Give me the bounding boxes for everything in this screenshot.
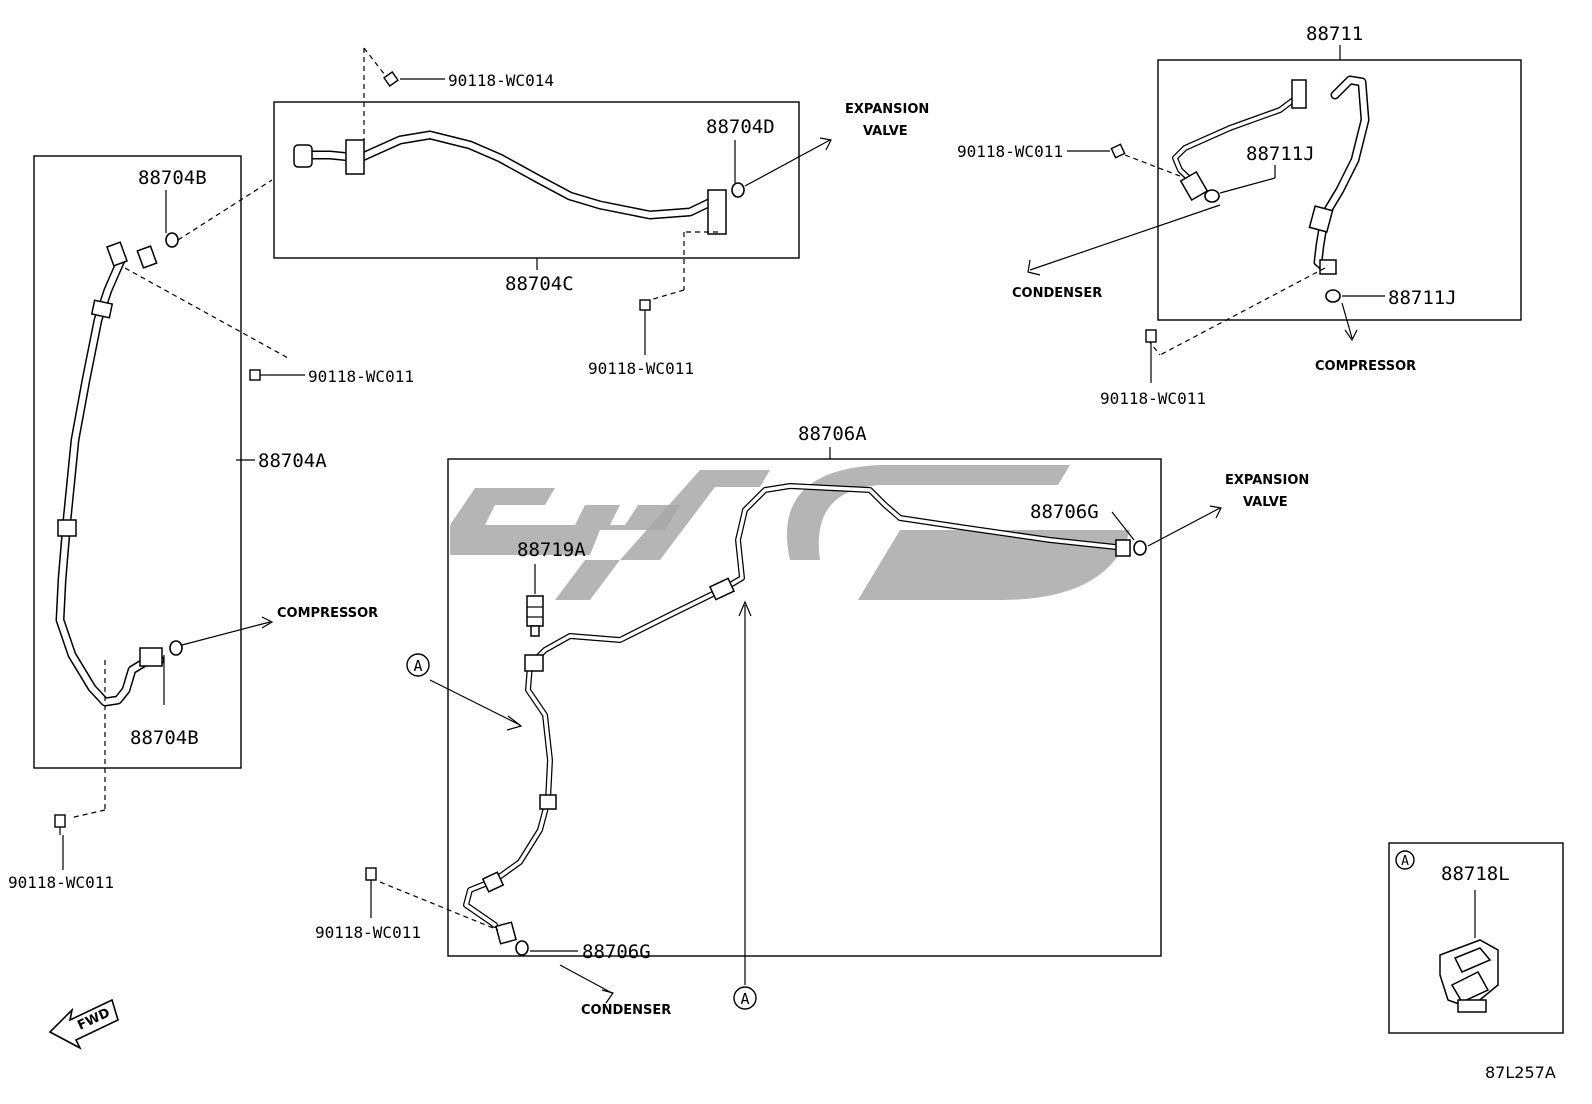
- dest-expansion-valve-2-l2: VALVE: [1243, 495, 1288, 510]
- hose-sleeve-88706A-lower: [481, 871, 505, 893]
- bolt-icon: [383, 71, 399, 87]
- label-88704D: 88704D: [706, 116, 775, 138]
- dest-compressor-2: COMPRESSOR: [1315, 359, 1416, 374]
- fitting-88704A-top: [106, 241, 158, 269]
- dest-condenser-1: CONDENSER: [1012, 286, 1102, 301]
- fitting-88711-bottom: [1319, 259, 1337, 275]
- hose-sleeve-88706A-upper: [539, 794, 557, 810]
- o-ring-88711J-b: [1325, 289, 1341, 303]
- dest-compressor-1: COMPRESSOR: [277, 606, 378, 621]
- bolt-icon: [54, 814, 66, 835]
- label-88711: 88711: [1306, 23, 1363, 45]
- label-bolt-wc011-c: 90118-WC011: [588, 359, 694, 378]
- o-ring-88706G-top: [1133, 540, 1147, 556]
- label-88706A: 88706A: [798, 423, 867, 445]
- bolt-icon: [1145, 329, 1157, 343]
- label-88706G-bottom: 88706G: [582, 941, 651, 963]
- fitting-88704C-left: [293, 139, 365, 175]
- label-88719A: 88719A: [517, 539, 586, 561]
- label-bolt-wc011-706: 90118-WC011: [315, 923, 421, 942]
- label-88704B-bottom: 88704B: [130, 727, 199, 749]
- hose-sleeve-lower: [57, 519, 77, 537]
- fitting-88704C-right: [707, 189, 727, 235]
- label-bolt-wc011-bottom-left: 90118-WC011: [8, 873, 114, 892]
- dest-condenser-2: CONDENSER: [581, 1003, 671, 1018]
- fitting-88704A-bottom: [139, 647, 163, 667]
- label-bolt-wc011-711-bottom: 90118-WC011: [1100, 389, 1206, 408]
- o-ring-88704B-bottom: [169, 640, 183, 656]
- label-88711J-b: 88711J: [1388, 287, 1457, 309]
- o-ring-88704B-top: [165, 232, 179, 248]
- label-88704A: 88704A: [258, 450, 327, 472]
- label-88711J-a: 88711J: [1246, 143, 1315, 165]
- label-bolt-wc011-711-top: 90118-WC011: [957, 142, 1063, 161]
- dest-expansion-valve-1-l2: VALVE: [863, 124, 908, 139]
- tube-joint-88706A: [708, 577, 736, 601]
- bolt-icon: [1110, 143, 1126, 159]
- label-bolt-wc011-left: 90118-WC011: [308, 367, 414, 386]
- marker-a-left: A: [406, 653, 430, 677]
- diagram-code: 87L257A: [1485, 1063, 1556, 1082]
- label-88706G-top: 88706G: [1030, 501, 1099, 523]
- pressure-switch-88719A: [526, 595, 544, 637]
- detail-88718L: A 88718L: [1388, 842, 1564, 1034]
- marker-a-bottom-text: A: [740, 990, 749, 1008]
- marker-a-bottom: A: [733, 986, 757, 1010]
- box-detail-A: [1388, 842, 1564, 1034]
- group-88706A: 88706A 88706G 88719A 88706G EXPANSION VA…: [315, 423, 1309, 1018]
- label-88718L: 88718L: [1441, 863, 1510, 885]
- clamp-icon: [1439, 939, 1499, 1013]
- bolt-icon: [365, 867, 377, 881]
- marker-a-detail-text: A: [1401, 854, 1409, 869]
- o-ring-88706G-bottom: [515, 940, 529, 956]
- bolt-icon: [639, 299, 651, 318]
- box-88706A: [447, 458, 1162, 957]
- label-88704B-top: 88704B: [138, 167, 207, 189]
- fitting-88711-top: [1291, 79, 1307, 109]
- hose-sleeve-88711: [1308, 205, 1334, 233]
- marker-a-left-text: A: [413, 657, 422, 675]
- group-88704A: 88704B 88704B 88704A COMPRESSOR 90118-WC…: [8, 155, 414, 892]
- fitting-88719A-port: [524, 654, 544, 672]
- fwd-arrow-icon: FWD: [48, 998, 119, 1050]
- dest-expansion-valve-1-l1: EXPANSION: [845, 102, 929, 117]
- group-88711: 88711 88711J 88711J CONDENSER COMPRESSOR…: [957, 23, 1522, 408]
- o-ring-88711J-a: [1204, 189, 1220, 203]
- bolt-icon: [249, 369, 270, 381]
- fitting-88706A-right: [1115, 539, 1131, 557]
- label-88704C: 88704C: [505, 273, 574, 295]
- hose-sleeve-upper: [90, 299, 114, 319]
- o-ring-88704D: [731, 182, 745, 198]
- group-88704C: 88704C 88704D EXPANSION VALVE 90118-WC01…: [273, 47, 929, 378]
- fitting-88711-left: [1179, 170, 1209, 202]
- dest-expansion-valve-2-l1: EXPANSION: [1225, 473, 1309, 488]
- fitting-88706A-bottom: [495, 921, 517, 945]
- box-88704A: [33, 155, 242, 769]
- label-bolt-wc014: 90118-WC014: [448, 71, 554, 90]
